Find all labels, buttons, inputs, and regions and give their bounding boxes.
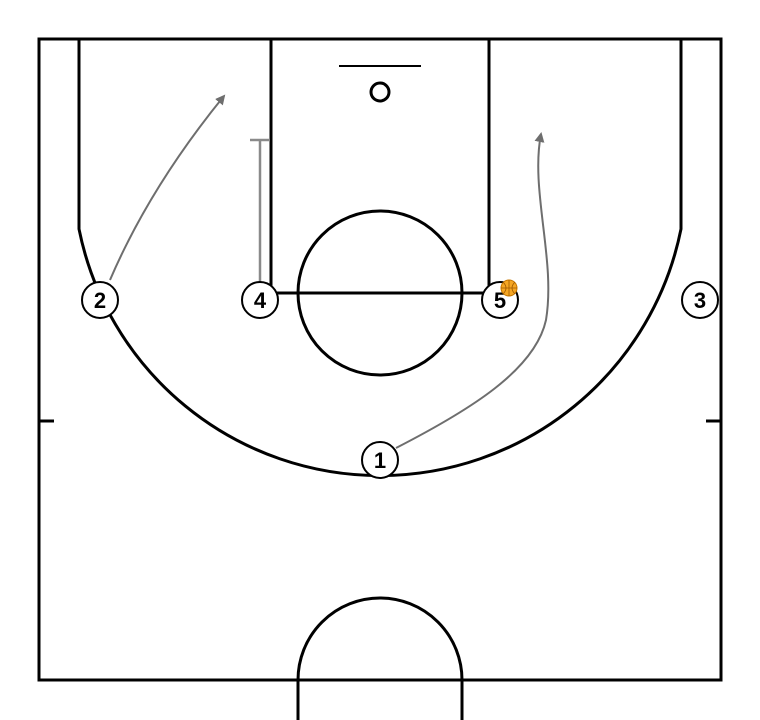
player-3[interactable]: 3 bbox=[681, 281, 719, 319]
player-4[interactable]: 4 bbox=[241, 281, 279, 319]
player-3-label: 3 bbox=[694, 288, 706, 313]
movement-arrow-player-1 bbox=[395, 132, 550, 449]
rim bbox=[369, 81, 391, 103]
player-2[interactable]: 2 bbox=[81, 281, 119, 319]
court-boundary bbox=[37, 37, 723, 682]
player-1[interactable]: 1 bbox=[361, 441, 399, 479]
screen-line bbox=[250, 138, 270, 282]
movement-arrow-player-2 bbox=[109, 94, 226, 281]
player-2-label: 2 bbox=[94, 288, 106, 313]
free-throw-circle bbox=[296, 209, 464, 377]
three-point-line bbox=[77, 39, 683, 478]
key-lane bbox=[269, 39, 491, 295]
player-4-label: 4 bbox=[254, 288, 267, 313]
player-1-label: 1 bbox=[374, 448, 386, 473]
basketball-icon bbox=[500, 279, 518, 297]
center-circle bbox=[296, 596, 464, 720]
player-5-label: 5 bbox=[494, 288, 506, 313]
